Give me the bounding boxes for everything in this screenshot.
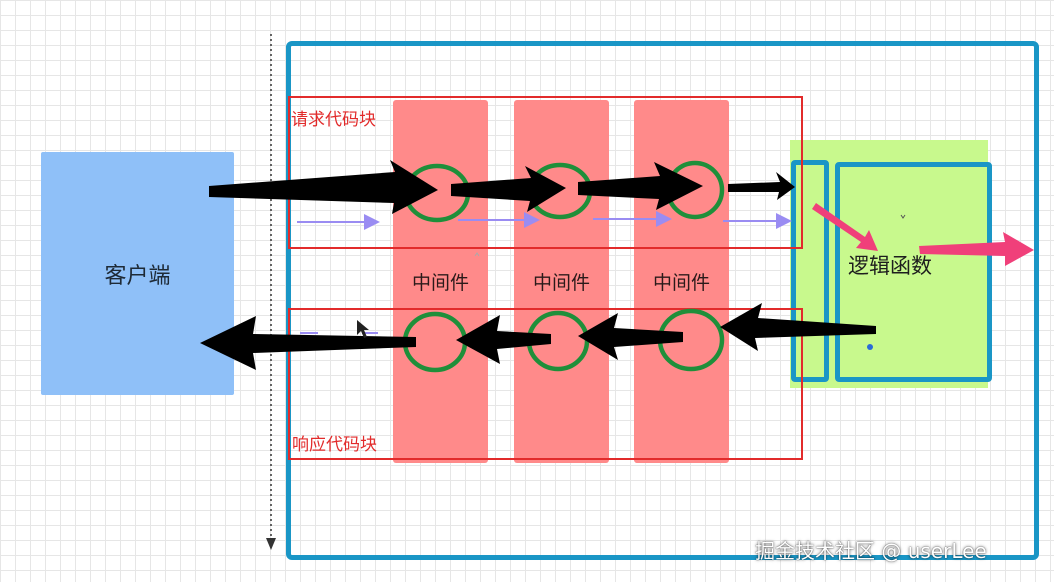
cursor-icon xyxy=(357,320,369,338)
middleware-label: 中间件 xyxy=(532,272,590,294)
logic-function-box xyxy=(835,162,992,382)
logic-background xyxy=(790,140,988,388)
pink-arrows xyxy=(812,203,1034,266)
response-block-label: 响应代码块 xyxy=(292,435,377,455)
middleware-label: 中间件 xyxy=(411,272,469,294)
request-code-block xyxy=(288,96,803,249)
response-arrows xyxy=(200,303,876,370)
thin-request-arrows xyxy=(297,211,792,334)
logic-function-label: 逻辑函数 xyxy=(848,254,932,278)
client-label: 客户端 xyxy=(104,263,171,289)
caret-mark xyxy=(900,214,906,219)
caret-mark xyxy=(474,252,480,257)
middleware-column-2 xyxy=(514,100,609,463)
server-container xyxy=(286,41,1039,560)
response-code-block xyxy=(288,308,803,460)
middleware-column-3 xyxy=(634,100,729,463)
watermark: 掘金技术社区 @ userLee xyxy=(755,539,987,563)
blue-dot xyxy=(867,344,873,350)
middleware-label: 中间件 xyxy=(652,272,710,294)
request-block-label: 请求代码块 xyxy=(291,110,376,130)
logic-entry-box xyxy=(791,160,829,382)
client-box: 客户端 xyxy=(41,152,234,395)
request-arrows xyxy=(209,160,795,214)
middleware-column-1 xyxy=(393,100,488,463)
